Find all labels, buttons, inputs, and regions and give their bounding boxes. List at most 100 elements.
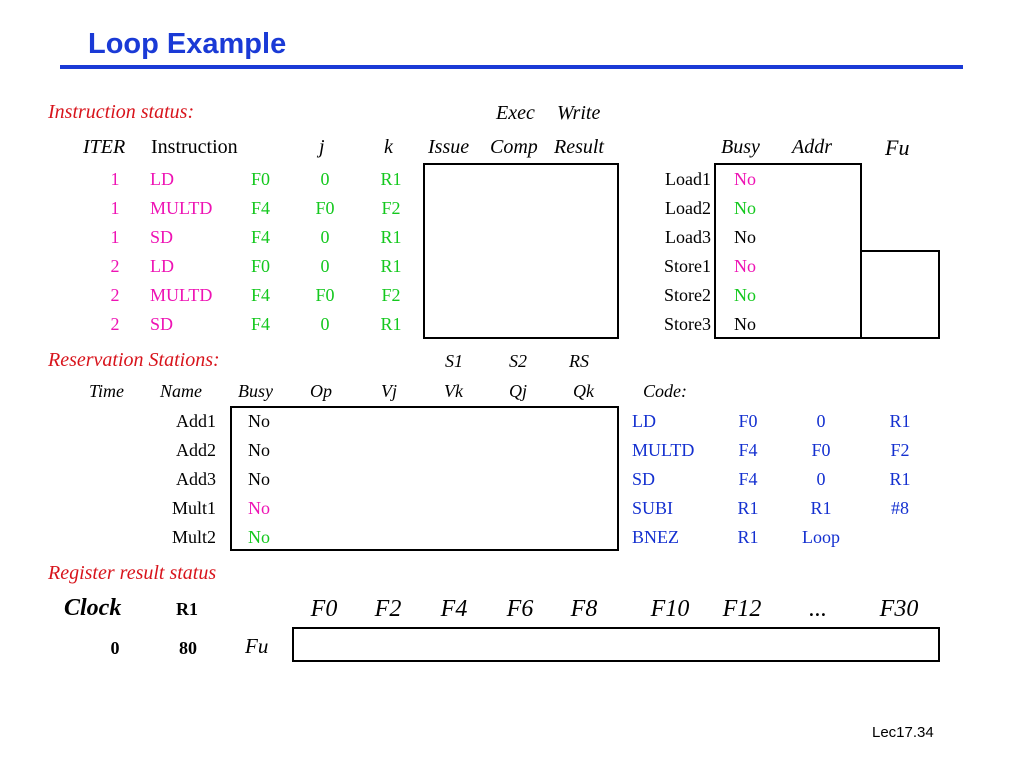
qj-header: Qj bbox=[509, 381, 527, 401]
iter-cell: 1 bbox=[110, 198, 120, 218]
load1-busy: No bbox=[734, 169, 756, 189]
code-op: BNEZ bbox=[632, 527, 679, 547]
clock-value: 0 bbox=[110, 638, 120, 658]
iter-cell: 2 bbox=[110, 285, 120, 305]
code-op: SUBI bbox=[632, 498, 674, 518]
code-arg-b: F0 bbox=[811, 440, 831, 460]
vk-header: Vk bbox=[444, 381, 463, 401]
instruction-status-box bbox=[423, 163, 619, 339]
dest-cell: F4 bbox=[251, 285, 271, 305]
qk-header: Qk bbox=[573, 381, 594, 401]
instruction-status-label: Instruction status: bbox=[48, 101, 195, 123]
op-cell: SD bbox=[150, 227, 174, 247]
rs-mult2-busy: No bbox=[248, 527, 270, 547]
s1-header: S1 bbox=[445, 351, 463, 371]
code-arg-b: R1 bbox=[810, 498, 832, 518]
code-arg-c: R1 bbox=[889, 411, 911, 431]
op-cell: MULTD bbox=[150, 285, 213, 305]
register-f10: F10 bbox=[650, 596, 690, 622]
store3-name: Store3 bbox=[664, 314, 711, 334]
exec-header-top: Exec bbox=[496, 102, 535, 124]
store1-name: Store1 bbox=[664, 256, 711, 276]
addr-header: Addr bbox=[792, 136, 832, 158]
k-cell: F2 bbox=[381, 198, 401, 218]
reservation-stations-label: Reservation Stations: bbox=[48, 349, 220, 371]
j-cell: 0 bbox=[320, 314, 330, 334]
code-arg-c: #8 bbox=[891, 498, 909, 518]
dest-cell: F4 bbox=[251, 198, 271, 218]
rs-add2-name: Add2 bbox=[176, 440, 216, 460]
dest-cell: F4 bbox=[251, 314, 271, 334]
code-arg-c: F2 bbox=[890, 440, 910, 460]
k-cell: F2 bbox=[381, 285, 401, 305]
op-cell: MULTD bbox=[150, 198, 213, 218]
r1-label: R1 bbox=[176, 599, 198, 619]
load3-name: Load3 bbox=[665, 227, 711, 247]
s2-header: S2 bbox=[509, 351, 527, 371]
page-title: Loop Example bbox=[88, 28, 287, 60]
j-header: j bbox=[319, 136, 325, 158]
code-header: Code: bbox=[643, 381, 687, 401]
register-result-label: Register result status bbox=[48, 562, 217, 584]
fu-header: Fu bbox=[885, 135, 910, 160]
instruction-header: Instruction bbox=[151, 136, 238, 158]
load3-busy: No bbox=[734, 227, 756, 247]
k-cell: R1 bbox=[380, 169, 402, 189]
k-header: k bbox=[384, 136, 393, 158]
register-f0: F0 bbox=[310, 596, 338, 622]
code-op: LD bbox=[632, 411, 656, 431]
code-arg-a: R1 bbox=[737, 498, 759, 518]
code-arg-b: Loop bbox=[802, 527, 840, 547]
k-cell: R1 bbox=[380, 314, 402, 334]
iter-cell: 2 bbox=[110, 314, 120, 334]
j-cell: F0 bbox=[315, 285, 335, 305]
j-cell: 0 bbox=[320, 227, 330, 247]
store-fu-box bbox=[860, 250, 940, 339]
result-header: Result bbox=[554, 136, 604, 158]
code-op: SD bbox=[632, 469, 656, 489]
register-ellipsis: ... bbox=[809, 596, 827, 622]
clock-label: Clock bbox=[64, 595, 122, 621]
rs-add1-busy: No bbox=[248, 411, 270, 431]
title-rule bbox=[60, 65, 963, 69]
code-arg-a: F4 bbox=[738, 469, 758, 489]
store2-name: Store2 bbox=[664, 285, 711, 305]
register-f6: F6 bbox=[506, 596, 534, 622]
iter-cell: 1 bbox=[110, 169, 120, 189]
store1-busy: No bbox=[734, 256, 756, 276]
write-header-top: Write bbox=[557, 102, 601, 124]
name-header: Name bbox=[160, 381, 202, 401]
k-cell: R1 bbox=[380, 256, 402, 276]
iter-cell: 1 bbox=[110, 227, 120, 247]
reservation-stations-box bbox=[230, 406, 619, 551]
register-f2: F2 bbox=[374, 596, 402, 622]
load2-name: Load2 bbox=[665, 198, 711, 218]
j-cell: 0 bbox=[320, 169, 330, 189]
load2-busy: No bbox=[734, 198, 756, 218]
r1-value: 80 bbox=[179, 638, 197, 658]
j-cell: 0 bbox=[320, 256, 330, 276]
rs-add2-busy: No bbox=[248, 440, 270, 460]
k-cell: R1 bbox=[380, 227, 402, 247]
iter-cell: 2 bbox=[110, 256, 120, 276]
rs-add3-busy: No bbox=[248, 469, 270, 489]
dest-cell: F0 bbox=[251, 256, 271, 276]
op-cell: LD bbox=[150, 169, 174, 189]
issue-header: Issue bbox=[428, 136, 470, 158]
busy-header: Busy bbox=[721, 136, 760, 158]
dest-cell: F4 bbox=[251, 227, 271, 247]
rs-busy-header: Busy bbox=[238, 381, 273, 401]
rs-header: RS bbox=[569, 351, 589, 371]
op-header: Op bbox=[310, 381, 332, 401]
op-cell: LD bbox=[150, 256, 174, 276]
register-f30: F30 bbox=[879, 596, 919, 622]
store3-busy: No bbox=[734, 314, 756, 334]
rs-mult2-name: Mult2 bbox=[171, 527, 216, 547]
vj-header: Vj bbox=[381, 381, 397, 401]
register-f8: F8 bbox=[570, 596, 598, 622]
slide-number: Lec17.34 bbox=[872, 724, 934, 741]
code-arg-c: R1 bbox=[889, 469, 911, 489]
rs-add3-name: Add3 bbox=[176, 469, 216, 489]
time-header: Time bbox=[89, 381, 125, 401]
op-cell: SD bbox=[150, 314, 174, 334]
